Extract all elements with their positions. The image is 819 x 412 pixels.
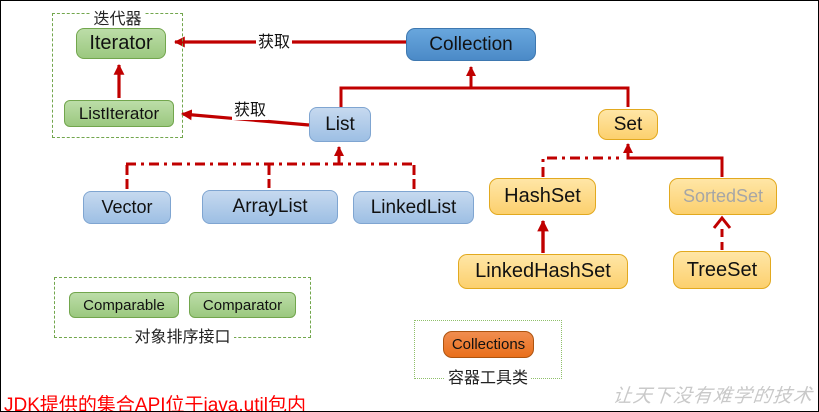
edge-treeset-chevron bbox=[712, 215, 732, 229]
node-linkedlist: LinkedList bbox=[353, 191, 474, 224]
utility-group: 容器工具类 bbox=[414, 320, 562, 388]
node-treeset: TreeSet bbox=[673, 251, 771, 289]
node-comparable: Comparable bbox=[69, 292, 179, 318]
edge-collection-trunk bbox=[339, 86, 630, 108]
node-linkedhashset: LinkedHashSet bbox=[458, 254, 628, 289]
node-hashset: HashSet bbox=[489, 178, 596, 215]
footer-note: JDK提供的集合API位于java.util包内 bbox=[4, 395, 306, 412]
node-list: List bbox=[309, 107, 371, 142]
node-collections: Collections bbox=[443, 331, 534, 358]
edge-label-list-get: 获取 bbox=[232, 96, 269, 120]
node-collection: Collection bbox=[406, 28, 536, 61]
iterator-group: 迭代器 bbox=[52, 5, 183, 138]
node-set: Set bbox=[598, 109, 658, 140]
sorting-group-label: 对象排序接口 bbox=[131, 323, 234, 347]
watermark-text: 让天下没有难学的技术 bbox=[611, 385, 814, 407]
edge-label-collection-get: 获取 bbox=[256, 28, 293, 52]
node-vector: Vector bbox=[83, 191, 171, 224]
node-arraylist: ArrayList bbox=[202, 190, 338, 224]
edge-hashset-to-set bbox=[541, 156, 619, 177]
node-sortedset: SortedSet bbox=[669, 178, 777, 215]
node-comparator: Comparator bbox=[189, 292, 296, 318]
node-iterator: Iterator bbox=[76, 28, 166, 59]
iterator-group-label: 迭代器 bbox=[90, 5, 145, 29]
sorting-group: 对象排序接口 bbox=[54, 277, 311, 347]
edge-sortedset-to-set bbox=[622, 142, 724, 177]
utility-group-label: 容器工具类 bbox=[444, 364, 532, 388]
node-listiterator: ListIterator bbox=[64, 100, 174, 127]
